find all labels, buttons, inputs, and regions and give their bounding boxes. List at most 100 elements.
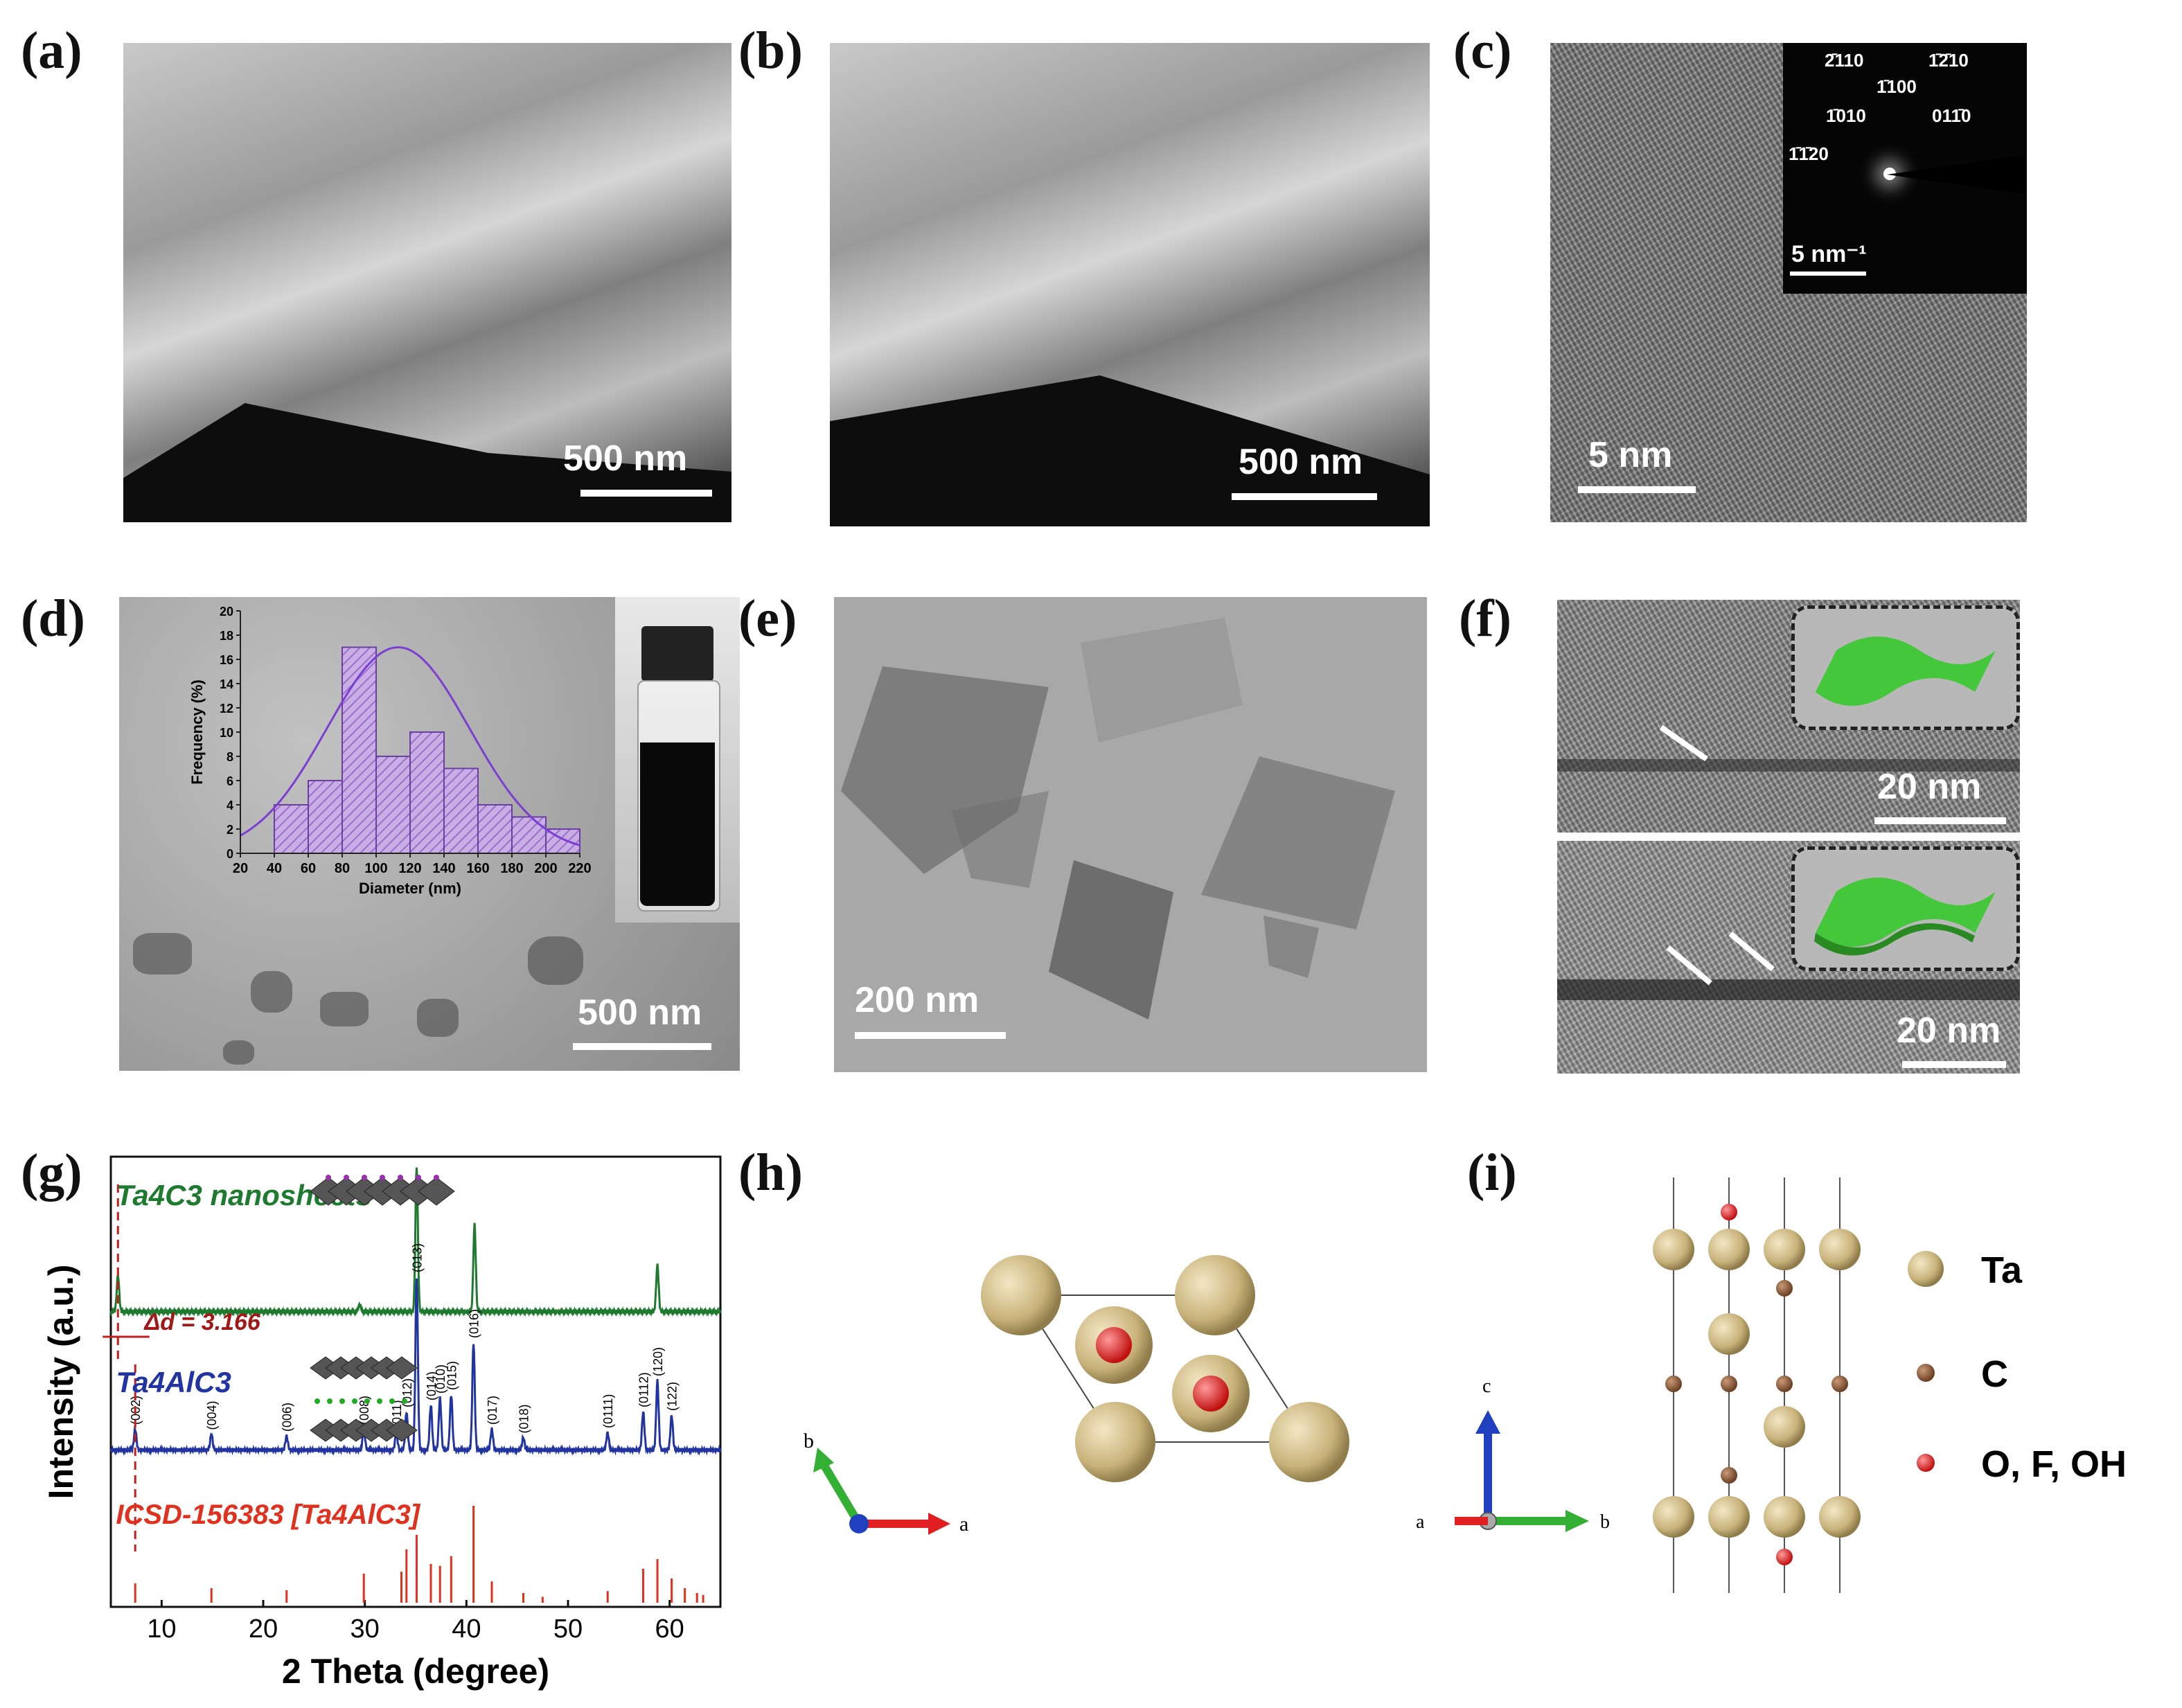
saed-scale-bar — [1790, 272, 1866, 276]
atom-dot — [434, 1175, 439, 1180]
scale-bar — [580, 490, 712, 497]
panel-label-a: (a) — [21, 21, 82, 80]
scale-bar — [1874, 817, 2006, 824]
atom-dot — [362, 1175, 367, 1180]
peak-label: (014) — [425, 1371, 438, 1400]
al-atom-dot — [377, 1398, 382, 1404]
peak-label: (012) — [400, 1378, 414, 1407]
scale-text: 20 nm — [1877, 767, 1982, 807]
scale-bar — [1232, 493, 1377, 500]
y-tick-label: 0 — [227, 847, 233, 861]
y-tick-label: 20 — [220, 605, 233, 619]
panel-label-d: (d) — [21, 589, 85, 648]
max-phase-structure-inset — [310, 1356, 418, 1442]
legend-o-marker — [1917, 1454, 1935, 1472]
atom-dot — [398, 1175, 403, 1180]
x-tick-label: 40 — [267, 861, 282, 876]
y-tick-label: 14 — [220, 677, 233, 691]
al-atom-dot — [364, 1398, 370, 1404]
legend-ta-marker — [1908, 1251, 1944, 1287]
x-tick-label: 100 — [364, 861, 387, 876]
scale-text: 500 nm — [1239, 442, 1363, 482]
saed-index: 1̄1̄20 — [1789, 143, 1829, 164]
panel-label-e: (e) — [738, 589, 797, 648]
x-tick-label: 80 — [335, 861, 350, 876]
y-tick-label: 2 — [227, 823, 233, 837]
panel-label-g: (g) — [21, 1144, 82, 1202]
peak-label: (010) — [434, 1364, 447, 1394]
x-tick-label: 180 — [500, 861, 523, 876]
crystal-top-view: b a — [804, 1255, 1349, 1536]
y-tick-label: 8 — [227, 750, 233, 764]
scale-text: 5 nm — [1588, 435, 1673, 475]
delta-d-label: Δd = 3.166 — [143, 1309, 261, 1335]
axis-label-b: b — [804, 1430, 814, 1452]
gaussian-fit-line — [240, 646, 580, 846]
hrtem-image-f-top: 20 nm — [1557, 600, 2020, 833]
peak-label: (0111) — [601, 1394, 615, 1428]
x-tick-label: 50 — [553, 1614, 583, 1644]
al-atom-dot — [327, 1398, 332, 1404]
saed-index: 1̄100 — [1877, 76, 1917, 97]
max-phase-pattern-line — [109, 1278, 722, 1456]
scale-bar — [855, 1032, 1006, 1039]
peak-label: (013) — [410, 1243, 424, 1272]
peak-label: (016) — [468, 1309, 481, 1338]
y-tick-label: 4 — [227, 799, 233, 812]
legend-c-label: C — [1981, 1353, 2008, 1395]
saed-index: 011̄0 — [1932, 105, 1971, 126]
saed-index: 2̄110 — [1825, 50, 1864, 71]
hrtem-image-f-bottom: 20 nm — [1557, 841, 2020, 1074]
legend-o-label: O, F, OH — [1981, 1443, 2127, 1485]
peak-label: (120) — [651, 1347, 665, 1376]
x-tick-label: 20 — [249, 1614, 278, 1644]
panel-label-f: (f) — [1459, 589, 1511, 648]
x-tick-label: 140 — [432, 861, 455, 876]
legend-ta-label: Ta — [1981, 1249, 2023, 1291]
axis-label-a: a — [959, 1513, 968, 1536]
x-tick-label: 30 — [351, 1614, 380, 1644]
axis-label-a: a — [1416, 1511, 1425, 1533]
peak-label: (015) — [445, 1361, 459, 1390]
sem-image-b: 500 nm — [830, 43, 1430, 526]
axis-label-c: c — [1482, 1376, 1491, 1397]
histogram-bar — [342, 646, 377, 854]
scale-bar — [1578, 486, 1696, 493]
histogram-bar — [511, 816, 547, 854]
scale-bar — [1902, 1061, 2006, 1068]
histogram-bar — [443, 767, 479, 854]
al-atom-dot — [339, 1398, 345, 1404]
scale-text: 500 nm — [578, 993, 702, 1033]
al-atom-dot — [402, 1398, 407, 1404]
atom-dot — [326, 1175, 331, 1180]
al-atom-dot — [314, 1398, 320, 1404]
y-tick-label: 16 — [220, 653, 233, 667]
arrow-icon — [1659, 724, 1708, 762]
peak-label: (006) — [281, 1403, 294, 1432]
octahedron-shape — [386, 1356, 418, 1380]
y-tick-label: 6 — [227, 774, 233, 788]
x-tick-label: 40 — [452, 1614, 481, 1644]
x-axis-title: Diameter (nm) — [359, 880, 461, 897]
vial-photo-inset — [615, 597, 740, 923]
x-tick-label: 160 — [466, 861, 489, 876]
histogram-bar — [274, 804, 309, 854]
y-tick-label: 10 — [220, 726, 233, 740]
al-atom-dot — [352, 1398, 357, 1404]
scale-bar — [573, 1043, 711, 1050]
scale-text: 500 nm — [563, 438, 688, 479]
sem-image-a: 500 nm — [123, 43, 731, 522]
panel-label-c: (c) — [1453, 21, 1512, 80]
saed-scale-text: 5 nm⁻¹ — [1791, 241, 1867, 267]
saed-inset: 2̄110 1̄2̄10 1̄100 1̄010 011̄0 1̄1̄20 5 … — [1783, 43, 2027, 294]
histogram-bar — [477, 804, 513, 854]
plot-frame — [109, 1155, 722, 1608]
nanosheets-pattern-line — [109, 1167, 722, 1317]
scale-text: 20 nm — [1897, 1011, 2001, 1051]
icsd-label: ICSD-156383 [Ta4AlC3] — [116, 1500, 420, 1530]
axis-label-b: b — [1600, 1511, 1610, 1533]
x-tick-label: 10 — [147, 1614, 176, 1644]
